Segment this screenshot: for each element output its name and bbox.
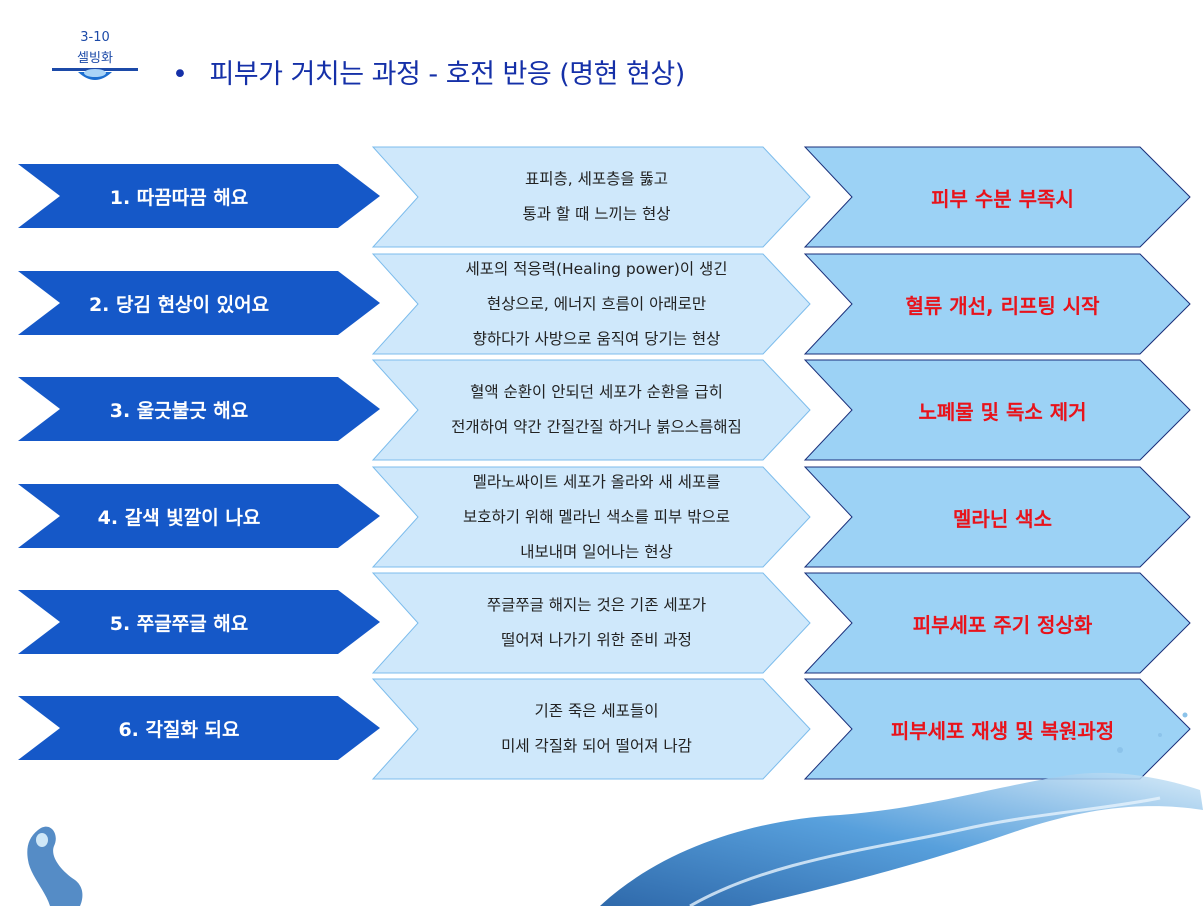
description-line: 혈액 순환이 안되던 세포가 순환을 급히 — [470, 375, 723, 410]
title-text: 피부가 거치는 과정 - 호전 반응 (명현 현상) — [209, 59, 684, 90]
row-result: 피부세포 주기 정상화 — [805, 572, 1190, 674]
description-line: 현상으로, 에너지 흐름이 아래로만 — [487, 287, 706, 322]
water-drop-logo-icon — [50, 64, 140, 104]
row-result: 혈류 개선, 리프팅 시작 — [805, 253, 1190, 355]
row-label: 3. 울긋불긋 해요 — [18, 377, 380, 441]
description-line: 전개하여 약간 간질간질 하거나 붉으스름해짐 — [451, 410, 742, 445]
water-splash-decoration — [600, 680, 1203, 906]
logo: 3-10 셀빙화 — [50, 30, 140, 110]
water-drop-decoration — [20, 820, 110, 906]
description-line: 표피층, 세포층을 뚫고 — [525, 162, 668, 197]
row-label: 4. 갈색 빛깔이 나요 — [18, 484, 380, 548]
row-result: 노폐물 및 독소 제거 — [805, 359, 1190, 461]
description-line: 내보내며 일어나는 현상 — [520, 535, 672, 570]
row-label: 2. 당김 현상이 있어요 — [18, 271, 380, 335]
description-line: 쭈글쭈글 해지는 것은 기존 세포가 — [487, 588, 706, 623]
title-bullet: • — [172, 59, 187, 90]
description-line: 멜라노싸이트 세포가 올라와 새 세포를 — [473, 465, 721, 500]
page-title: • 피부가 거치는 과정 - 호전 반응 (명현 현상) — [172, 52, 685, 91]
description-line: 통과 할 때 느끼는 현상 — [522, 197, 670, 232]
row-label: 1. 따끔따끔 해요 — [18, 164, 380, 228]
row-result: 피부 수분 부족시 — [805, 146, 1190, 248]
row-label: 6. 각질화 되요 — [18, 696, 380, 760]
row-label: 5. 쭈글쭈글 해요 — [18, 590, 380, 654]
row-result: 멜라닌 색소 — [805, 466, 1190, 568]
description-line: 보호하기 위해 멜라닌 색소를 피부 밖으로 — [463, 500, 730, 535]
description-line: 떨어져 나가기 위한 준비 과정 — [501, 623, 692, 658]
description-line: 향하다가 사방으로 움직여 당기는 현상 — [473, 322, 721, 357]
logo-number: 3-10 — [50, 30, 140, 45]
description-line: 세포의 적응력(Healing power)이 생긴 — [465, 252, 727, 287]
